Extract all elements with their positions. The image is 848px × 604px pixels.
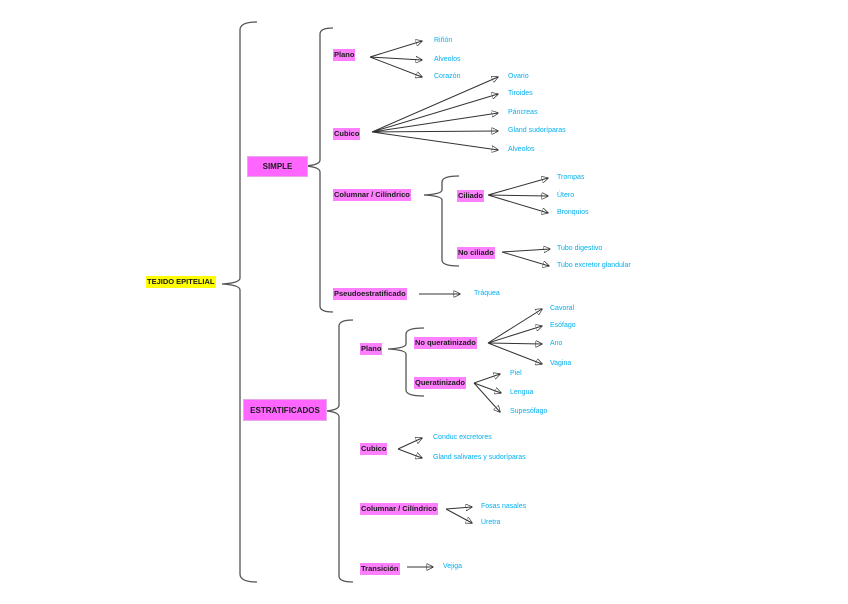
connector-arrow bbox=[487, 178, 548, 196]
no-ciliado-node: No ciliado bbox=[457, 247, 495, 259]
leaf-item: Trompas bbox=[557, 174, 585, 181]
connector-arrow bbox=[369, 41, 422, 58]
leaf-item: Tiroides bbox=[508, 90, 533, 97]
connector-arrow bbox=[473, 374, 500, 384]
connector-arrow bbox=[487, 309, 542, 344]
estratificados-box: ESTRATIFICADOS bbox=[243, 399, 327, 421]
pseudoestratificado-node: Pseudoestratificado bbox=[333, 288, 407, 300]
connector-arrow bbox=[369, 57, 422, 60]
simple-cubico-node: Cubico bbox=[333, 128, 361, 140]
connector-arrow bbox=[487, 343, 542, 344]
leaf-item: Tubo excretor glandular bbox=[557, 262, 631, 269]
connector-arrow bbox=[371, 77, 498, 133]
root-bracket bbox=[221, 21, 258, 583]
leaf-item: Gland sudoríparas bbox=[508, 127, 566, 134]
leaf-item: Tráquea bbox=[474, 290, 500, 297]
simple-bracket bbox=[304, 27, 334, 313]
estratificados-label: ESTRATIFICADOS bbox=[250, 405, 320, 415]
estrat-cubico-node: Cubico bbox=[360, 443, 388, 455]
simple-box: SIMPLE bbox=[247, 156, 308, 177]
leaf-item: Uretra bbox=[481, 519, 501, 526]
ciliado-node: Ciliado bbox=[457, 190, 485, 202]
connector-arrow bbox=[397, 438, 422, 450]
leaf-item: Tubo digestivo bbox=[557, 245, 603, 252]
estrat-plano-node: Plano bbox=[360, 343, 383, 355]
connector-arrow bbox=[371, 131, 498, 132]
leaf-item: Vagina bbox=[550, 360, 572, 367]
connector-arrow bbox=[371, 113, 498, 133]
connector-arrow bbox=[445, 507, 472, 509]
no-queratinizado-node: No queratinizado bbox=[414, 337, 477, 349]
leaf-item: Esófago bbox=[550, 322, 576, 329]
connector-arrow bbox=[487, 195, 548, 196]
connector-arrow bbox=[445, 508, 472, 523]
leaf-item: Alveolos bbox=[434, 56, 461, 63]
connector-arrow bbox=[501, 251, 549, 266]
transicion-node: Transición bbox=[360, 563, 400, 575]
connector-arrow bbox=[487, 342, 542, 364]
leaf-item: Vejiga bbox=[443, 563, 463, 570]
leaf-item: Páncreas bbox=[508, 109, 538, 116]
connector-arrow bbox=[473, 382, 501, 393]
leaf-item: Ano bbox=[550, 340, 563, 347]
leaf-item: Corazón bbox=[434, 73, 461, 80]
simple-plano-node: Plano bbox=[333, 49, 356, 61]
arrow-group bbox=[369, 41, 550, 567]
estratificados-bracket bbox=[325, 319, 354, 583]
simple-label: SIMPLE bbox=[262, 162, 293, 171]
leaf-item: Conduc excretores bbox=[433, 434, 492, 441]
connector-arrow bbox=[371, 94, 498, 133]
leaf-item: Ovario bbox=[508, 73, 529, 80]
queratinizado-node: Queratinizado bbox=[414, 377, 467, 389]
columnar-bracket bbox=[423, 175, 460, 267]
connector-arrow bbox=[487, 326, 542, 344]
root-node: TEJIDO EPITELIAL bbox=[146, 276, 216, 288]
connector-arrow bbox=[473, 382, 500, 412]
leaf-item: Piel bbox=[510, 370, 522, 377]
simple-columnar-node: Columnar / Cilíndrico bbox=[333, 189, 411, 201]
leaf-item: Lengua bbox=[510, 389, 534, 396]
plano-estratificado-bracket bbox=[387, 327, 425, 397]
leaf-item: Fosas nasales bbox=[481, 503, 527, 510]
leaf-item: Riñón bbox=[434, 37, 453, 44]
leaf-item: Cavoral bbox=[550, 305, 575, 312]
connector-arrow bbox=[369, 56, 422, 77]
connector-arrow bbox=[487, 194, 548, 213]
leaf-item: Alveolos bbox=[508, 146, 535, 153]
leaf-item: Bronquios bbox=[557, 209, 589, 216]
leaf-item: Supesófago bbox=[510, 408, 548, 415]
estrat-columnar-node: Columnar / Cilíndrico bbox=[360, 503, 438, 515]
leaf-item: Útero bbox=[557, 192, 575, 199]
connector-arrow bbox=[501, 249, 550, 252]
connector-arrow bbox=[371, 131, 498, 150]
connector-arrow bbox=[397, 448, 422, 458]
leaf-item: Gland salivares y sudoríparas bbox=[433, 454, 526, 461]
